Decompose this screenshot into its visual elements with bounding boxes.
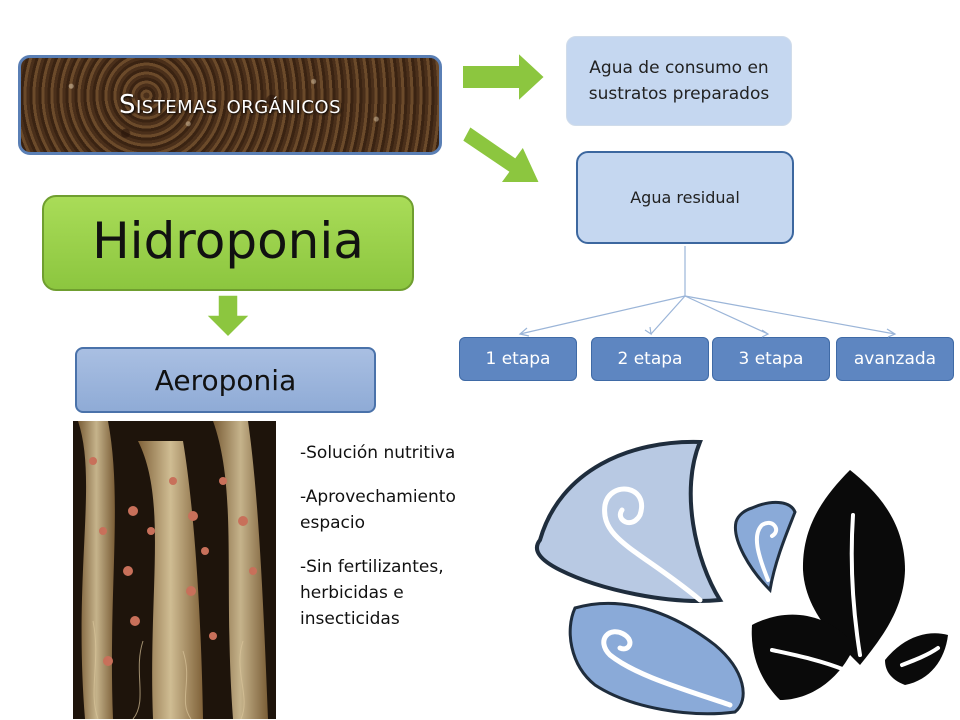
- aeroponia-benefits-list: -Solución nutritiva -Aprovechamiento esp…: [300, 440, 500, 650]
- agua-residual-label: Agua residual: [630, 188, 740, 207]
- etapa-avanzada-box: avanzada: [836, 337, 954, 381]
- sistemas-organicos-label: Sistemas orgánicos: [118, 90, 341, 120]
- benefit-item: -Solución nutritiva: [300, 443, 456, 463]
- etapa-1-box: 1 etapa: [459, 337, 577, 381]
- etapa-3-label: 3 etapa: [738, 349, 804, 369]
- arrow-to-aeroponia: [204, 294, 252, 339]
- leaf-swirl-icon: [534, 439, 948, 716]
- arrow-to-agua-residual: [460, 124, 542, 184]
- benefit-item: -Sin fertilizantes, herbicidas e insecti…: [300, 557, 444, 629]
- etapa-1-label: 1 etapa: [485, 349, 551, 369]
- agua-residual-box: Agua residual: [576, 151, 794, 244]
- roots-illustration: [73, 421, 276, 719]
- aeroponia-label: Aeroponia: [154, 363, 297, 397]
- sistemas-organicos-box: Sistemas orgánicos: [18, 55, 442, 155]
- etapa-2-box: 2 etapa: [591, 337, 709, 381]
- aeroponia-box: Aeroponia: [75, 347, 376, 413]
- etapa-avanzada-label: avanzada: [853, 349, 937, 369]
- etapa-2-label: 2 etapa: [617, 349, 683, 369]
- arrow-to-agua-consumo: [461, 49, 547, 105]
- agua-consumo-label: Agua de consumo en sustratos preparados: [588, 58, 770, 104]
- agua-consumo-box: Agua de consumo en sustratos preparados: [566, 36, 792, 126]
- hidroponia-box: Hidroponia: [42, 195, 414, 291]
- aeroponia-roots-photo: [73, 421, 276, 719]
- benefit-item: -Aprovechamiento espacio: [300, 487, 456, 533]
- hidroponia-label: Hidroponia: [92, 212, 364, 270]
- etapa-3-box: 3 etapa: [712, 337, 830, 381]
